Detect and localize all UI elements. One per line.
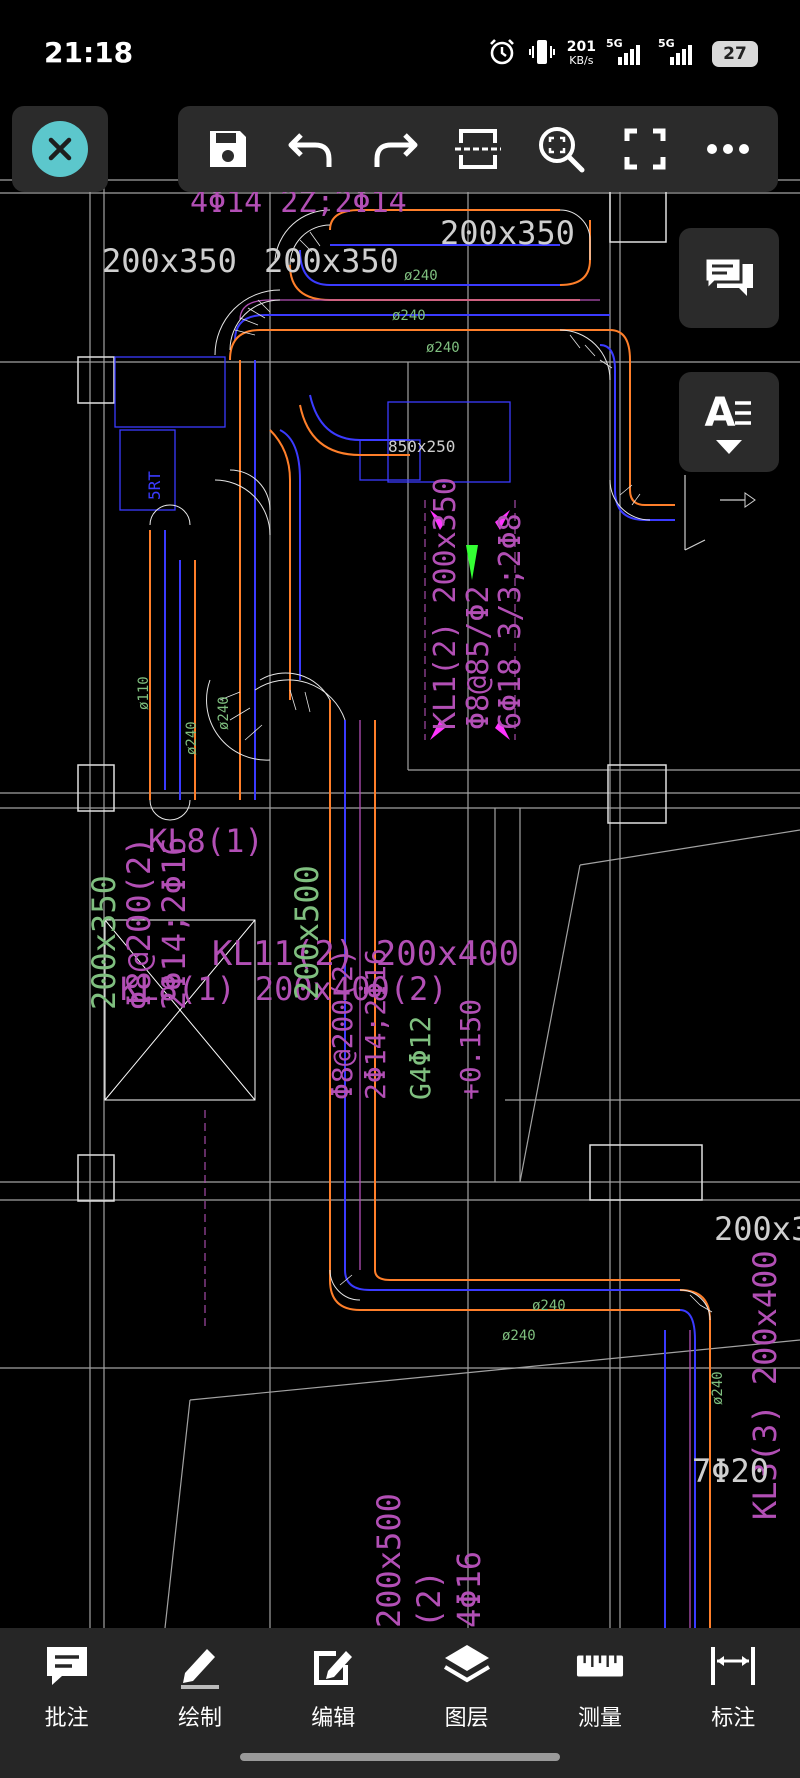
nav-label-dimension: 标注: [711, 1706, 756, 1731]
label-stack2: Φ8@200(2): [120, 837, 158, 1010]
status-bar: 21:18 201 KB/s 5G 5G 27: [0, 0, 800, 100]
label-kl8b: KL8(1) 200x400(2): [120, 970, 448, 1008]
label-bottom-beam2: (2): [410, 1570, 448, 1628]
ducts: [149, 209, 711, 1628]
label-kl-vert2: Φ8@85/Φ2: [461, 586, 496, 731]
zoom-extents-icon: [539, 127, 585, 173]
label-beam-a: 200x350: [102, 242, 237, 280]
label-elev: +0.150: [454, 999, 487, 1100]
label-duct-240-4: ø240: [184, 721, 200, 755]
label-stack3: 2Φ14;2Φ16: [155, 837, 193, 1010]
nav-item-measure[interactable]: 测量: [545, 1642, 655, 1778]
nav-item-edit[interactable]: 编辑: [278, 1642, 388, 1778]
status-icons: 201 KB/s 5G 5G 27: [487, 36, 758, 72]
home-indicator[interactable]: [240, 1753, 560, 1761]
duct-elbows: [149, 209, 713, 1321]
undo-icon: [288, 133, 332, 167]
fullscreen-icon: [624, 128, 666, 170]
label-kl8: KL8(1): [148, 822, 264, 860]
nav-item-draw[interactable]: 绘制: [145, 1642, 255, 1778]
nav-label-comment: 批注: [44, 1706, 89, 1731]
save-icon: [209, 131, 246, 167]
label-stack1: 200x350: [85, 875, 123, 1010]
label-kl11: KL11(2) 200x400: [212, 934, 519, 974]
pen-icon: [176, 1642, 224, 1690]
text-style-button[interactable]: A: [679, 372, 779, 472]
label-duct-240-7: ø240: [502, 1328, 536, 1344]
label-bottom-beam: 200x500: [370, 1493, 408, 1628]
nav-item-comment[interactable]: 批注: [12, 1642, 122, 1778]
direction-markers: [430, 475, 756, 740]
label-duct-850: 850x250: [388, 437, 455, 456]
status-time: 21:18: [44, 36, 134, 69]
label-stack5: Φ8@200(2): [326, 948, 359, 1100]
label-duct-240-3: ø240: [426, 340, 460, 356]
zoom-extents-button[interactable]: [531, 119, 591, 179]
nav-label-layers: 图层: [444, 1706, 489, 1731]
comment-list-button[interactable]: [679, 228, 779, 328]
label-duct-240-6: ø240: [532, 1298, 566, 1314]
text-lines-icon: [735, 401, 752, 425]
net-speed: 201 KB/s: [566, 39, 596, 67]
redo-button[interactable]: [365, 119, 425, 179]
label-beam-b: 200x350: [264, 242, 399, 280]
nav-label-draw: 绘制: [177, 1706, 222, 1731]
redo-icon: [374, 133, 418, 167]
nav-label-edit: 编辑: [311, 1706, 356, 1731]
nav-item-layers[interactable]: 图层: [412, 1642, 522, 1778]
text-format-glyph: A: [705, 390, 754, 436]
label-stack4: 200x500: [288, 865, 326, 1000]
save-button[interactable]: [198, 119, 258, 179]
label-g4: G4Φ12: [404, 1016, 437, 1100]
label-rebar-7: 7Φ20: [692, 1452, 769, 1490]
label-duct-240-1: ø240: [404, 268, 438, 284]
close-panel: [12, 106, 108, 192]
wall-lines: [0, 150, 800, 1629]
label-beam-e: 200x3: [714, 1210, 800, 1248]
label-kl-vert: KL1(2) 200x350: [428, 477, 463, 730]
net-speed-value: 201: [566, 39, 596, 55]
dropdown-triangle-icon: [716, 440, 742, 454]
dimension-icon: [709, 1642, 757, 1690]
top-toolbar: [178, 106, 778, 192]
section-button[interactable]: [448, 119, 508, 179]
signal1-label: 5G: [606, 37, 623, 50]
net-speed-unit: KB/s: [569, 54, 594, 67]
label-duct-240-8: ø240: [710, 1371, 726, 1405]
label-duct-240-5: ø240: [216, 696, 232, 730]
comments-icon: [703, 256, 753, 296]
fullscreen-button[interactable]: [615, 119, 675, 179]
text-format-letter: A: [704, 390, 736, 436]
label-sr: 5RT: [145, 471, 164, 500]
label-kl3: KL3(3) 200x400: [746, 1250, 784, 1520]
label-duct-240-2: ø240: [392, 308, 426, 324]
signal-icon: 5G: [606, 37, 648, 65]
edit-icon: [309, 1642, 357, 1690]
nav-item-dimension[interactable]: 标注: [678, 1642, 788, 1778]
signal-icon: 5G: [658, 37, 700, 65]
close-button[interactable]: [32, 121, 88, 177]
label-kl-vert3: 6Φ18 3/3;2Φ8: [493, 513, 528, 730]
layers-icon: [443, 1642, 491, 1690]
nav-label-measure: 测量: [577, 1706, 622, 1731]
comment-icon: [43, 1642, 91, 1690]
label-stack6: 2Φ14;2Φ16: [359, 948, 392, 1100]
more-button[interactable]: [698, 119, 758, 179]
vibrate-icon: [528, 37, 555, 71]
ruler-icon: [576, 1642, 624, 1690]
battery-icon: 27: [712, 41, 758, 67]
signal2-label: 5G: [658, 37, 675, 50]
label-duct-110: ø110: [136, 676, 152, 710]
alarm-icon: [487, 37, 517, 71]
more-icon: [707, 144, 750, 154]
label-beam-c: 200x350: [440, 214, 575, 252]
dashed-lines: [204, 500, 516, 1330]
section-icon: [454, 129, 501, 169]
close-icon: [48, 137, 72, 161]
label-bottom-beam3: 4Φ16: [450, 1551, 488, 1628]
undo-button[interactable]: [281, 119, 341, 179]
